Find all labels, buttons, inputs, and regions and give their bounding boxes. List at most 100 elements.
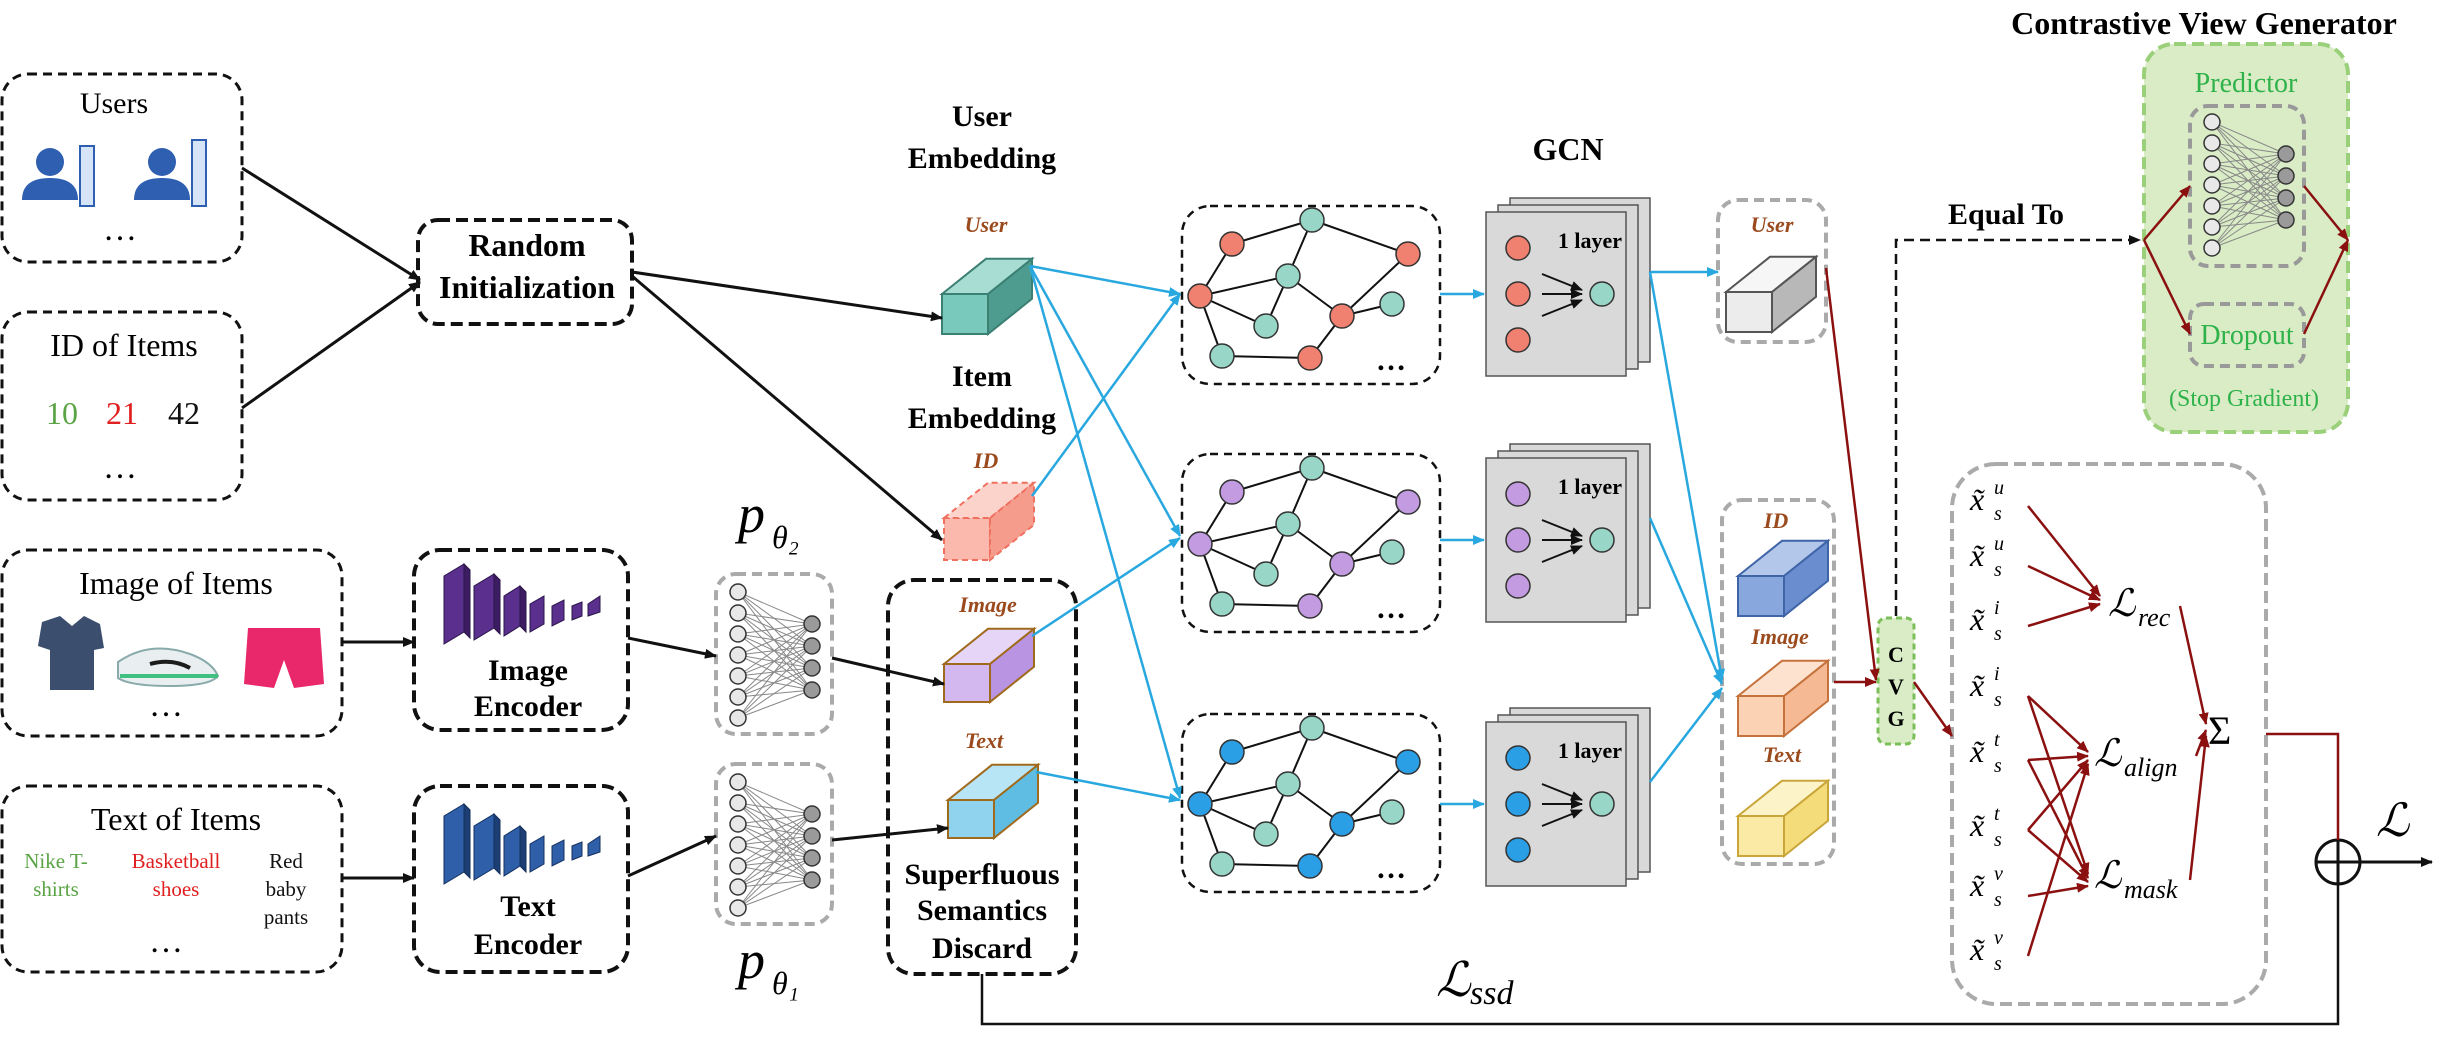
texts-label: Text of Items xyxy=(91,801,261,837)
cube-front xyxy=(943,517,991,561)
loss-x-term: x̃ xyxy=(1969,733,1985,769)
ssd-loss-L: ℒ xyxy=(1436,954,1472,1007)
text-sample-line: Red xyxy=(269,849,303,873)
loss-x-sub: s xyxy=(1994,503,2002,525)
cube-front xyxy=(1737,695,1785,737)
graph-node xyxy=(1219,231,1245,257)
graph-node xyxy=(1219,479,1245,505)
net-link xyxy=(737,623,813,698)
images-input: Image of Items … xyxy=(0,548,344,738)
gcn-output-node xyxy=(1589,791,1615,817)
net-output-node xyxy=(803,615,821,633)
graph-node xyxy=(1187,791,1213,817)
graph-node xyxy=(1299,455,1325,481)
text-sample-line: shirts xyxy=(33,877,79,901)
net-output-node xyxy=(2277,189,2295,207)
graph-node xyxy=(1275,511,1301,537)
cvg-c: C xyxy=(1888,642,1904,667)
text-sample-line: pants xyxy=(264,905,308,929)
to-predictor xyxy=(2143,185,2191,241)
text-out-label: Text xyxy=(1763,742,1802,767)
graph-edge xyxy=(1231,467,1313,493)
to-align xyxy=(2027,759,2089,831)
loss-x-term: x̃ xyxy=(1969,601,1985,637)
to-mask xyxy=(2027,829,2089,883)
net-link xyxy=(2211,153,2287,207)
item-ids-label: ID of Items xyxy=(50,327,198,363)
loss-x-sub: s xyxy=(1994,953,2002,975)
predictor-out xyxy=(2303,185,2349,241)
graph-node xyxy=(1209,591,1235,617)
user-output-cube xyxy=(1723,254,1819,335)
graph-node xyxy=(1209,851,1235,877)
cube-front xyxy=(1737,815,1785,857)
loss-x-sub: s xyxy=(1994,559,2002,581)
id-to-user-graph xyxy=(1030,293,1182,497)
gcn-output-node xyxy=(1589,527,1615,553)
ssd-loss-sub: ssd xyxy=(1470,975,1514,1012)
net-link xyxy=(2211,153,2287,186)
loss-x-sub: s xyxy=(1994,889,2002,911)
net-link xyxy=(2211,121,2287,155)
graph-node xyxy=(1379,291,1405,317)
graph-node xyxy=(1329,811,1355,837)
cube-front xyxy=(943,663,991,703)
image-encoder-box: Image Encoder xyxy=(412,548,630,732)
net-input-node xyxy=(729,625,747,643)
net-link xyxy=(2211,142,2287,155)
init-to-id-cube xyxy=(631,274,943,542)
gcn-input-node xyxy=(1505,235,1531,261)
net-link xyxy=(2211,219,2287,249)
sum-to-total xyxy=(2266,732,2340,840)
loss-align-sub: align xyxy=(2124,753,2177,782)
loss-x-term: x̃ xyxy=(1969,667,1985,703)
net-output-node xyxy=(803,827,821,845)
cvg-panel: Predictor Dropout (Stop Gradient) xyxy=(2142,42,2350,434)
texts-dots: … xyxy=(149,923,183,960)
to-mask xyxy=(2026,695,2090,875)
net-link xyxy=(737,857,813,909)
cvg-g: G xyxy=(1887,706,1904,731)
equal-to-label: Equal To xyxy=(1948,198,2064,231)
loss-x-sub: s xyxy=(1994,689,2002,711)
txtenc-to-proj xyxy=(627,834,717,878)
user-out-label: User xyxy=(1751,212,1794,237)
text-sample-line: shoes xyxy=(153,877,200,901)
net-input-node xyxy=(2203,197,2221,215)
to-mask xyxy=(2027,882,2089,898)
graph-edge xyxy=(1221,603,1311,607)
graph-node xyxy=(1209,343,1235,369)
to-align xyxy=(2027,751,2089,762)
dropout-out xyxy=(2302,239,2350,335)
image-output-cube xyxy=(1735,658,1831,739)
user-embedding-line1: User xyxy=(952,100,1012,133)
ssd-line2: Semantics xyxy=(917,894,1047,927)
gcn-arrow xyxy=(1541,809,1583,827)
graph-node xyxy=(1379,539,1405,565)
item-embedding-line1: Item xyxy=(952,360,1012,393)
loss-x-sub: s xyxy=(1994,755,2002,777)
id-out-label: ID xyxy=(1763,508,1789,533)
text-encoder-line2: Encoder xyxy=(474,928,582,961)
cube-side xyxy=(993,762,1039,841)
net-link xyxy=(737,591,813,625)
net-output-node xyxy=(803,849,821,867)
stop-gradient-label: (Stop Gradient) xyxy=(2169,386,2319,412)
gcn-input-node xyxy=(1505,837,1531,863)
gcn-arrow xyxy=(1541,783,1583,801)
text-encoder-box: Text Encoder xyxy=(412,784,630,974)
to-mask xyxy=(2026,759,2090,879)
cube-side xyxy=(1783,538,1829,619)
loss-x-term: x̃ xyxy=(1969,867,1985,903)
graph-node xyxy=(1253,313,1279,339)
predictor-net xyxy=(2203,113,2295,257)
gcn-input-node xyxy=(1505,573,1531,599)
ssd-box: Superfluous Semantics Discard xyxy=(886,578,1078,976)
loss-x-sup: i xyxy=(1994,597,2000,619)
text-sample-line: Nike T- xyxy=(24,849,88,873)
loss-align-L: ℒ xyxy=(2094,733,2123,775)
cube-side xyxy=(989,480,1035,563)
